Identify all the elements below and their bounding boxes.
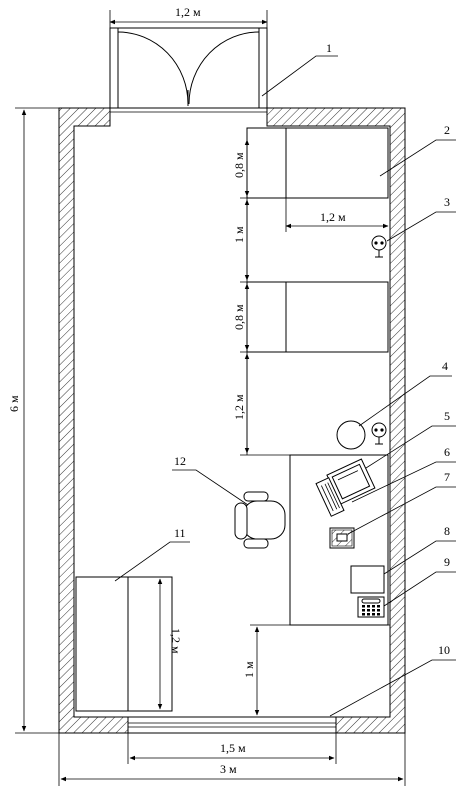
bed-length-label: 1,2 м	[320, 210, 346, 224]
callout-6: 6	[444, 445, 450, 459]
computer	[315, 458, 376, 517]
callout-7: 7	[444, 470, 450, 484]
callout-4: 4	[442, 359, 448, 373]
door-width-label: 1,2 м	[175, 5, 201, 19]
window-width-dimension: 1,5 м	[127, 733, 337, 764]
bottom-gap-dimension: 1 м	[242, 624, 390, 716]
bed-gap-label: 1 м	[232, 226, 246, 243]
room-length-label: 6 м	[7, 395, 21, 412]
sofa-length-label: 1,2 м	[169, 628, 183, 654]
office-chair	[234, 491, 286, 549]
callout-9: 9	[444, 555, 450, 569]
room-width-label: 3 м	[220, 762, 237, 776]
bottom-gap-label: 1 м	[242, 661, 256, 678]
callouts: 1 2 3 4 5 6 7 8 9 10 11 12	[114, 41, 456, 717]
sofa-length-dimension: 1,2 м	[157, 578, 183, 710]
callout-11: 11	[174, 526, 186, 540]
sofa	[75, 576, 173, 712]
entrance-door	[109, 27, 268, 126]
room-length-dimension: 6 м	[7, 107, 59, 734]
bed-1	[246, 127, 389, 199]
gap-below-bed2-label: 1,2 м	[232, 394, 246, 420]
callout-5: 5	[444, 409, 450, 423]
round-table	[336, 420, 366, 450]
socket-upper	[371, 235, 387, 258]
room-width-dimension: 3 м	[58, 733, 406, 786]
callout-2: 2	[444, 123, 450, 137]
bed2-width-label: 0,8 м	[232, 304, 246, 330]
device-unit	[329, 527, 355, 549]
callout-8: 8	[444, 524, 450, 538]
bed-dimension-chain: 0,8 м 1 м 0,8 м 1,2 м	[232, 128, 388, 456]
bed-length-dimension: 1,2 м	[285, 198, 389, 232]
door-dimension: 1,2 м	[109, 5, 268, 30]
window	[127, 716, 337, 734]
callout-12: 12	[174, 454, 186, 468]
callout-10: 10	[438, 643, 450, 657]
telephone	[357, 596, 385, 618]
callout-1: 1	[326, 41, 332, 55]
callout-3: 3	[444, 195, 450, 209]
window-width-label: 1,5 м	[220, 741, 246, 755]
bed-2	[246, 281, 389, 353]
bed1-width-label: 0,8 м	[232, 152, 246, 178]
printer-box	[350, 565, 385, 594]
socket-lower	[371, 422, 387, 445]
